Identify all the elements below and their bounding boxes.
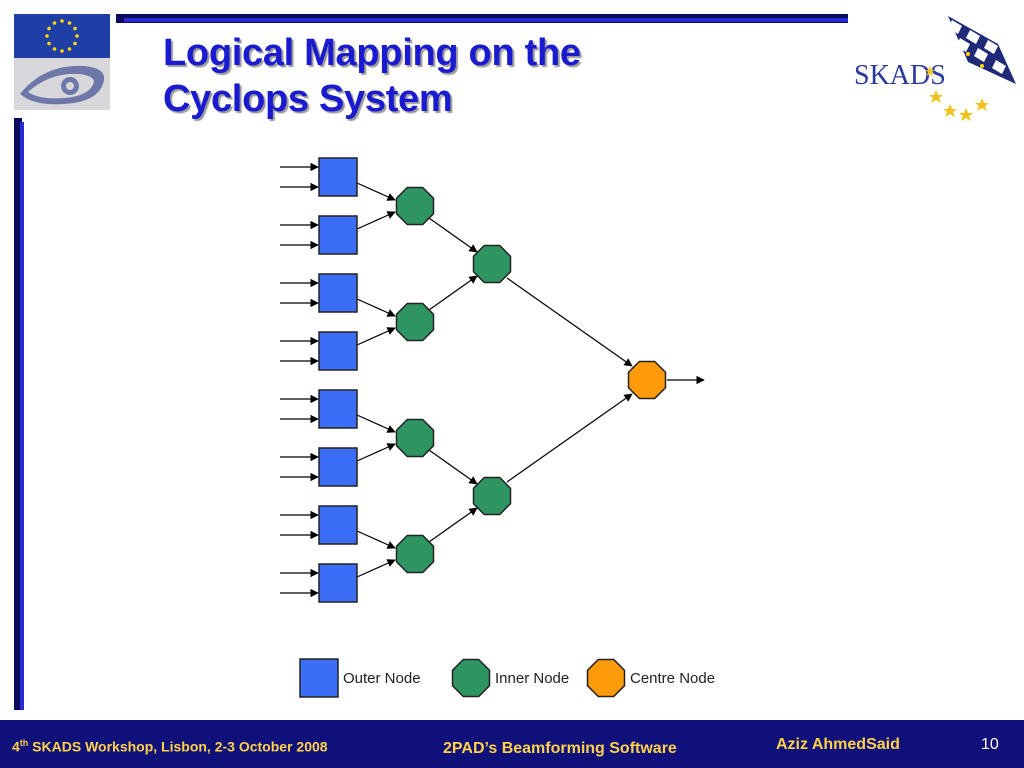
gold-stars-icon	[925, 66, 989, 121]
footer-page-number: 10	[981, 736, 999, 753]
legend-centre-label: Centre Node	[630, 670, 715, 687]
legend-centre-swatch	[586, 658, 626, 698]
outer-to-inner-arrow	[356, 530, 396, 549]
outer-node	[318, 447, 358, 487]
inner-node	[472, 476, 512, 516]
slide-title-line-2: Cyclops System	[163, 78, 453, 120]
left-rule-highlight	[20, 122, 24, 710]
eu-fp6-logo	[14, 14, 110, 110]
inner-to-inner-arrow	[428, 275, 478, 311]
eu-star-icon	[52, 21, 57, 25]
legend: Outer Node Inner Node Centre Node	[299, 658, 715, 698]
eu-star-icon	[45, 34, 49, 38]
footer-workshop-text: SKADS Workshop, Lisbon, 2-3 October 2008	[28, 738, 328, 755]
inner-node	[395, 302, 435, 342]
eu-star-icon	[75, 34, 79, 38]
footer-presentation-title: 2PAD’s Beamforming Software	[443, 740, 677, 757]
inner-node	[395, 186, 435, 226]
footer-workshop-superscript: th	[19, 738, 29, 748]
outer-node	[318, 505, 358, 545]
inner-node	[395, 418, 435, 458]
outer-node	[318, 563, 358, 603]
eu-star-icon	[67, 47, 72, 51]
inner-to-inner-arrow	[428, 217, 478, 253]
eu-star-icon	[52, 47, 57, 51]
outer-to-inner-arrow	[356, 327, 396, 346]
eu-star-icon	[67, 21, 72, 25]
cyclops-logical-mapping-diagram	[280, 157, 705, 603]
outer-to-inner-arrow	[356, 559, 396, 578]
footer: 4th SKADS Workshop, Lisbon, 2-3 October …	[0, 720, 1024, 768]
outer-node	[318, 215, 358, 255]
outer-to-inner-arrow	[356, 182, 396, 201]
skads-logo: SKADS	[848, 14, 1020, 122]
legend-outer-label: Outer Node	[343, 670, 421, 687]
slide-title-line-1: Logical Mapping on the	[163, 32, 581, 74]
left-rule	[14, 118, 22, 710]
outer-to-inner-arrow	[356, 414, 396, 433]
legend-outer-swatch	[299, 658, 339, 698]
inner-node	[395, 534, 435, 574]
eu-star-icon	[60, 49, 64, 53]
legend-inner-label: Inner Node	[495, 670, 569, 687]
footer-workshop-number: 4	[12, 738, 20, 755]
inner-to-inner-arrow	[428, 507, 478, 543]
eu-star-icon	[73, 41, 77, 46]
footer-author: Aziz AhmedSaid	[776, 736, 900, 753]
outer-node	[318, 157, 358, 197]
outer-to-inner-arrow	[356, 298, 396, 317]
slide-title: Logical Mapping on the Cyclops System	[163, 30, 581, 122]
footer-workshop: 4th SKADS Workshop, Lisbon, 2-3 October …	[12, 738, 328, 755]
skads-wordmark: SKADS	[854, 60, 946, 91]
legend-inner-swatch	[451, 658, 491, 698]
inner-to-centre-arrow	[506, 393, 633, 483]
outer-to-inner-arrow	[356, 443, 396, 462]
eu-star-icon	[73, 26, 77, 31]
outer-node	[318, 389, 358, 429]
inner-node	[472, 244, 512, 284]
centre-node	[627, 360, 667, 400]
outer-node	[318, 273, 358, 313]
outer-node	[318, 331, 358, 371]
eu-star-icon	[47, 26, 51, 31]
outer-to-inner-arrow	[356, 211, 396, 230]
checkered-flag-icon	[948, 16, 1016, 84]
inner-to-inner-arrow	[428, 449, 478, 485]
inner-to-centre-arrow	[506, 277, 633, 367]
eu-star-icon	[47, 41, 51, 46]
eu-star-icon	[60, 19, 64, 23]
top-rule-highlight	[124, 18, 928, 22]
